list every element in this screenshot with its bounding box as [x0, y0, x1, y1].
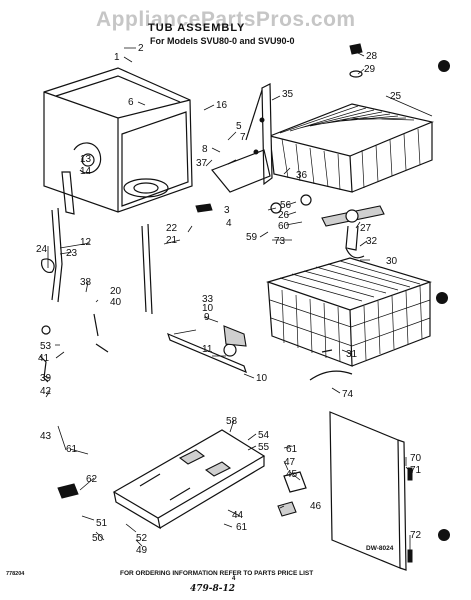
part-label: 10 — [256, 373, 268, 384]
part-label: 41 — [38, 353, 50, 364]
margin-dot — [436, 292, 448, 304]
part-label: 43 — [40, 431, 52, 442]
part-label: 38 — [80, 277, 92, 288]
part-label: 3 — [224, 205, 230, 216]
handwritten-note: 479-8-12 — [190, 584, 236, 594]
diagram-title: TUB ASSEMBLY — [148, 22, 246, 34]
ordering-note: FOR ORDERING INFORMATION REFER TO PARTS … — [120, 570, 314, 577]
base-frame-drawing — [112, 429, 266, 530]
part-label: 71 — [410, 465, 422, 476]
part-label: 73 — [274, 236, 286, 247]
part-label: 42 — [40, 386, 52, 397]
part-label: 52 — [136, 533, 148, 544]
part-label: 61 — [286, 444, 298, 455]
part-label: 25 — [390, 91, 402, 102]
part-label: 72 — [410, 530, 422, 541]
part-label: 26 — [278, 210, 290, 221]
part-label: 7 — [240, 132, 246, 143]
part-label: 16 — [216, 100, 228, 111]
part-label: 2 — [138, 43, 144, 54]
part-label: 33 — [202, 294, 214, 305]
part-label: 61 — [236, 522, 248, 533]
part-label: 60 — [278, 221, 290, 232]
part-label: 22 — [166, 223, 178, 234]
part-label: 50 — [92, 533, 104, 544]
part-label: 20 — [110, 286, 122, 297]
tub-drawing — [43, 67, 193, 215]
part-label: 46 — [310, 501, 322, 512]
part-label: 23 — [66, 248, 78, 259]
part-label: 9 — [204, 312, 210, 323]
part-label: 74 — [342, 389, 354, 400]
spray-arm-drawing — [321, 205, 385, 259]
rack-rail-drawing — [167, 325, 247, 374]
part-label: 54 — [258, 430, 270, 441]
part-label: 6 — [128, 97, 134, 108]
part-label: 27 — [360, 223, 372, 234]
part-label: 40 — [110, 297, 122, 308]
part-label: 12 — [80, 237, 92, 248]
part-label: 62 — [86, 474, 98, 485]
part-label: 32 — [366, 236, 378, 247]
leader-lines — [43, 47, 433, 552]
print-code: 778204 — [6, 571, 25, 577]
part-label: 59 — [246, 232, 258, 243]
part-label: 11 — [202, 344, 213, 355]
part-label: 4 — [226, 218, 232, 229]
part-label: 39 — [40, 373, 52, 384]
part-labels: 1 2 3 4 5 6 7 8 9 10 10 11 12 13 14 16 2… — [36, 43, 422, 556]
part-label: 45 — [286, 469, 298, 480]
door-panel-drawing — [329, 411, 407, 571]
part-label: 14 — [80, 166, 92, 177]
part-label: 31 — [346, 349, 358, 360]
part-label: 36 — [296, 170, 308, 181]
small-parts-drawing — [39, 43, 413, 563]
upper-rack-drawing — [268, 103, 434, 193]
part-label: 56 — [280, 200, 292, 211]
part-label: 24 — [36, 244, 48, 255]
heater-elements-drawing — [41, 207, 153, 315]
part-label: 37 — [196, 158, 208, 169]
part-label: 5 — [236, 121, 242, 132]
part-label: 58 — [226, 416, 238, 427]
drawing-number: DW-8024 — [366, 545, 394, 552]
watermark: AppliancePartsPros.com — [96, 8, 356, 31]
part-label: 28 — [366, 51, 378, 62]
part-label: 55 — [258, 442, 270, 453]
part-label: 30 — [386, 256, 398, 267]
part-label: 8 — [202, 144, 208, 155]
lower-rack-drawing — [266, 257, 432, 367]
part-label: 47 — [284, 457, 296, 468]
part-label: 61 — [66, 444, 78, 455]
part-label: 1 — [114, 52, 120, 63]
part-label: 29 — [364, 64, 376, 75]
rack-track-drawing — [211, 83, 273, 193]
margin-dot — [438, 60, 450, 72]
part-label: 21 — [166, 235, 178, 246]
part-label: 35 — [282, 89, 294, 100]
diagram-subtitle: For Models SVU80-0 and SVU90-0 — [150, 36, 295, 46]
page-number: 4 — [232, 576, 236, 582]
margin-dot — [438, 529, 450, 541]
part-label: 13 — [80, 154, 92, 165]
part-label: 10 — [202, 303, 214, 314]
part-label: 51 — [96, 518, 108, 529]
part-label: 53 — [40, 341, 52, 352]
part-label: 70 — [410, 453, 422, 464]
part-label: 44 — [232, 510, 244, 521]
part-label: 49 — [136, 545, 148, 556]
